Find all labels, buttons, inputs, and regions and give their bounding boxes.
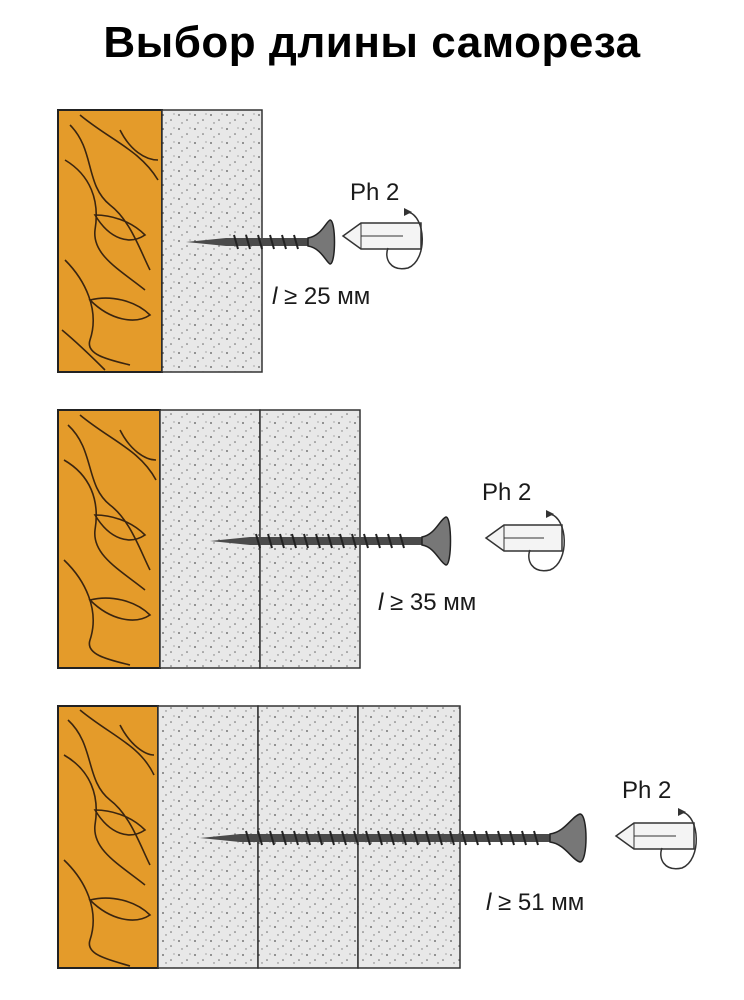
- bit-label: Ph 2: [482, 479, 531, 506]
- screw-icon: [210, 516, 452, 566]
- phillips-bit-icon: [614, 822, 695, 850]
- wood-stud: [57, 705, 159, 969]
- panel-1: Ph 2 l ≥ 25 мм: [57, 109, 423, 373]
- panel-2: Ph 2 l ≥ 35 мм: [57, 409, 565, 669]
- page-title: Выбор длины самореза: [103, 18, 641, 67]
- rotation-arrow-icon: [386, 208, 423, 270]
- bit-label: Ph 2: [350, 179, 399, 206]
- length-label: l ≥ 25 мм: [272, 283, 370, 310]
- rotation-arrow-icon: [528, 510, 565, 572]
- length-label: l ≥ 51 мм: [486, 889, 584, 916]
- bit-label: Ph 2: [622, 777, 671, 804]
- screw-icon: [186, 219, 336, 265]
- screw-icon: [200, 813, 587, 863]
- phillips-bit-icon: [341, 222, 422, 250]
- phillips-bit-icon: [484, 524, 563, 552]
- wood-stud: [57, 109, 163, 373]
- wood-stud: [57, 409, 161, 669]
- rotation-arrow-icon: [660, 808, 697, 870]
- length-label: l ≥ 35 мм: [378, 589, 476, 616]
- panel-3: Ph 2 l ≥ 51 мм: [57, 705, 697, 969]
